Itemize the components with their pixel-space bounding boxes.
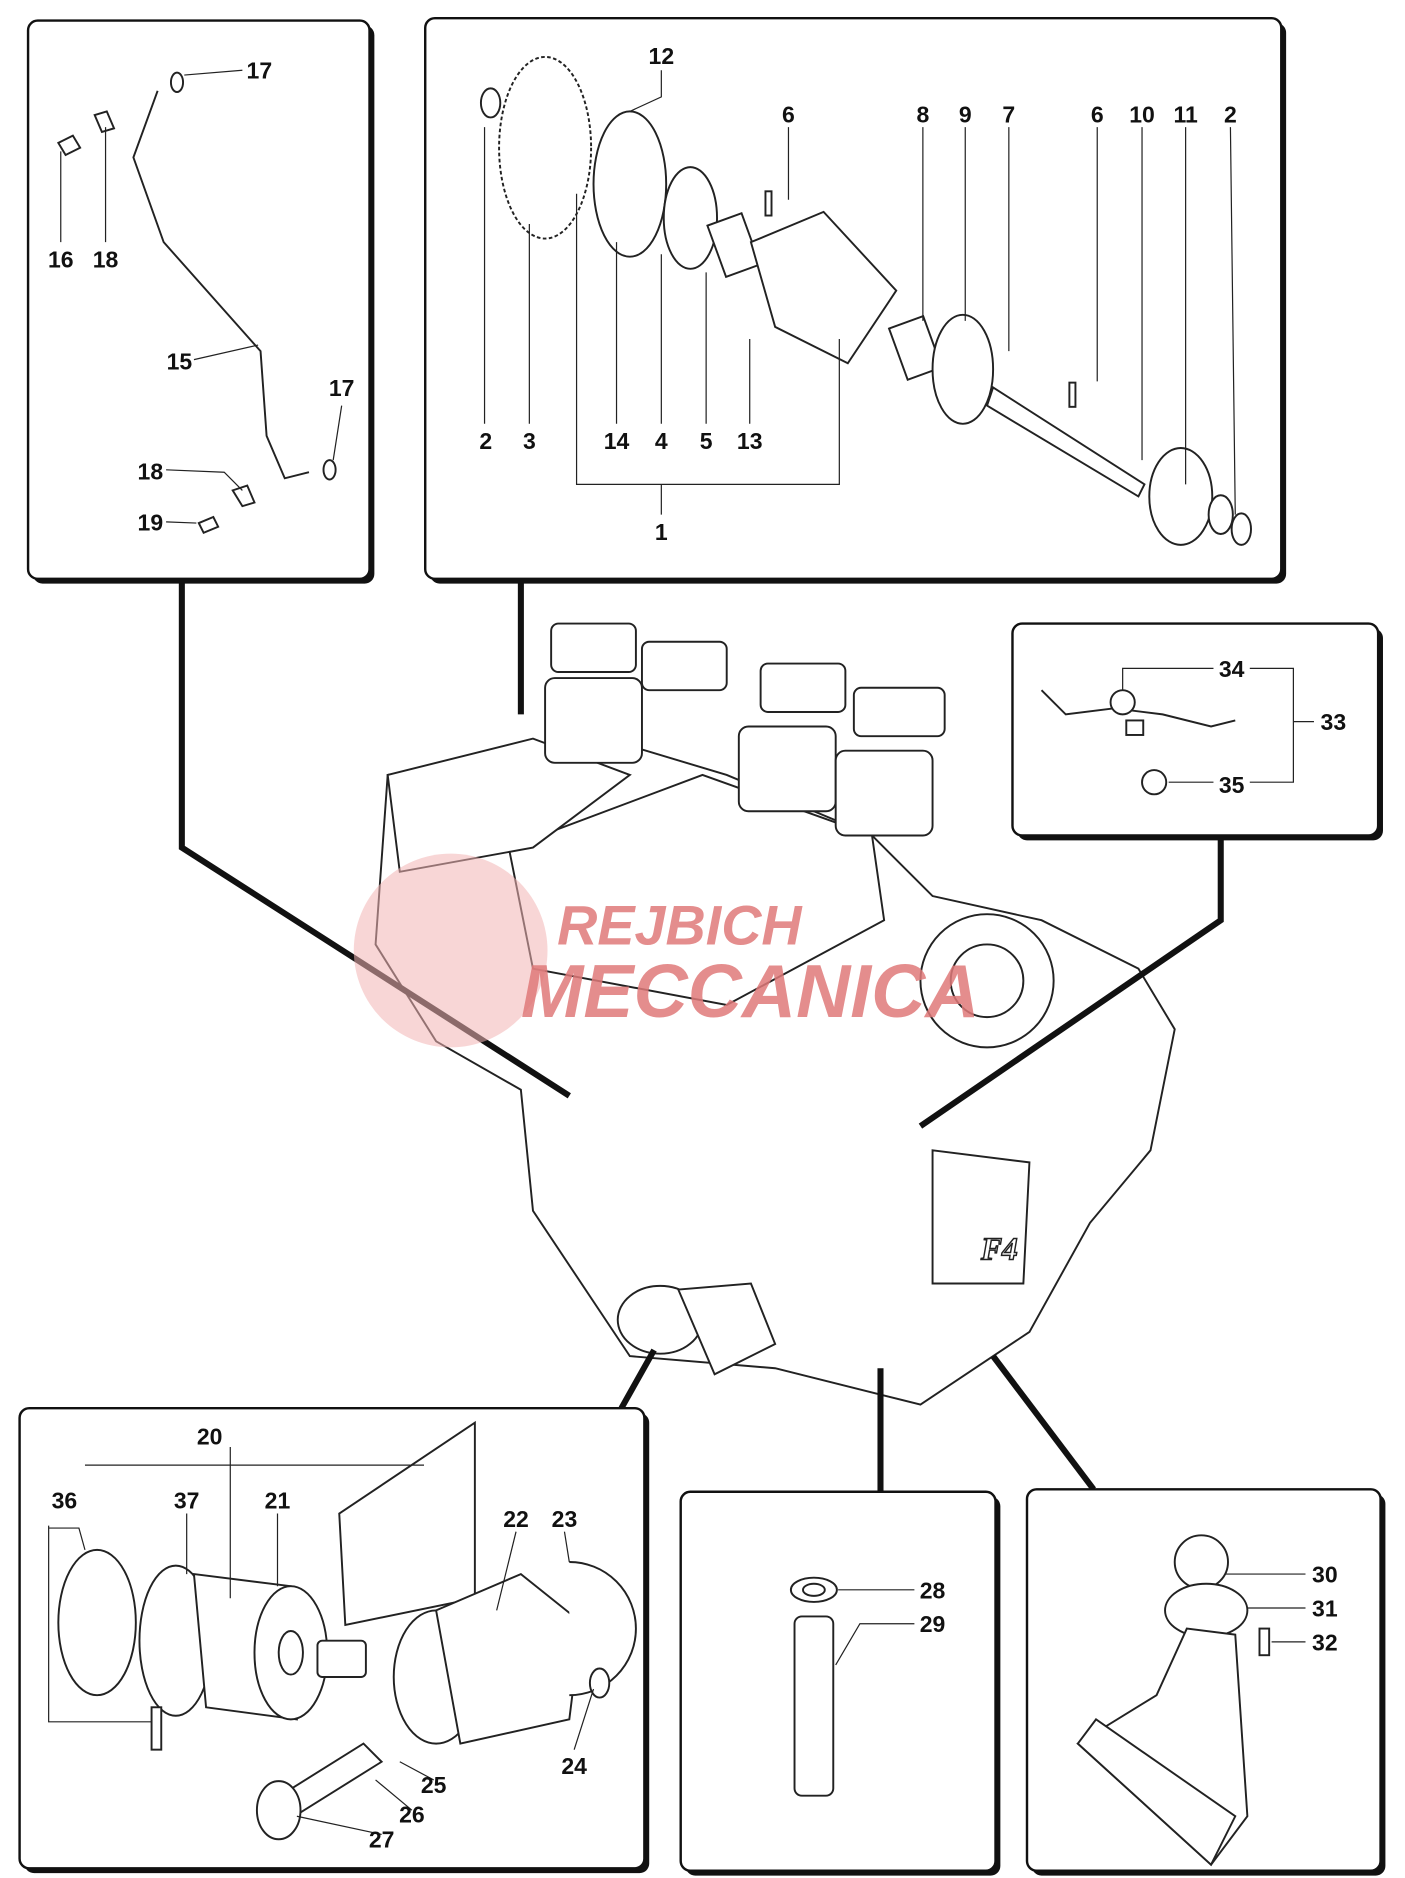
callout-19: 19 — [138, 509, 164, 535]
callout-9: 9 — [959, 101, 972, 127]
callout-34: 34 — [1219, 656, 1245, 682]
callout-18: 18 — [138, 458, 164, 484]
callout-17: 17 — [247, 58, 273, 84]
callout-16: 16 — [48, 247, 74, 273]
callout-17: 17 — [329, 375, 355, 401]
callout-2: 2 — [1224, 101, 1237, 127]
panel-pipe-union: 34 33 35 — [1011, 622, 1383, 841]
callout-7: 7 — [1002, 101, 1015, 127]
svg-text:MECCANICA: MECCANICA — [521, 949, 980, 1033]
callout-13: 13 — [737, 428, 763, 454]
callout-8: 8 — [916, 101, 929, 127]
engine-illustration: F4 — [374, 622, 1176, 1406]
callout-33: 33 — [1321, 709, 1347, 735]
callout-3: 3 — [523, 428, 536, 454]
callout-36: 36 — [52, 1488, 78, 1514]
panel-oil-pump: 12 6 8 9 7 6 10 11 2 2 3 14 4 5 13 1 — [424, 16, 1287, 584]
callout-2: 2 — [479, 428, 492, 454]
panel-oil-filter: 20 36 37 21 22 23 24 25 26 27 — [18, 1406, 650, 1874]
callout-20: 20 — [197, 1424, 223, 1450]
callout-30: 30 — [1312, 1562, 1338, 1588]
callout-27: 27 — [369, 1827, 395, 1853]
callout-14: 14 — [604, 428, 630, 454]
callout-18: 18 — [93, 247, 119, 273]
panel-oil-pipe: 17 16 18 15 17 18 19 — [26, 19, 375, 584]
watermark-logo: REJBICH MECCANICA — [353, 853, 980, 1048]
callout-23: 23 — [552, 1506, 578, 1532]
callout-26: 26 — [399, 1801, 425, 1827]
panel-oil-pickup: 30 31 32 — [1025, 1488, 1386, 1876]
callout-15: 15 — [167, 348, 193, 374]
svg-text:F4: F4 — [980, 1231, 1018, 1266]
callout-11: 11 — [1173, 101, 1198, 127]
callout-1: 1 — [655, 519, 668, 545]
callout-32: 32 — [1312, 1629, 1338, 1655]
panel-fitting: 28 29 — [679, 1490, 1001, 1876]
callout-6: 6 — [1091, 101, 1104, 127]
callout-35: 35 — [1219, 772, 1245, 798]
callout-24: 24 — [561, 1753, 587, 1779]
callout-4: 4 — [655, 428, 668, 454]
callout-5: 5 — [700, 428, 713, 454]
callout-37: 37 — [174, 1488, 200, 1514]
callout-28: 28 — [920, 1577, 946, 1603]
callout-22: 22 — [503, 1506, 529, 1532]
callout-25: 25 — [421, 1772, 447, 1798]
callout-31: 31 — [1312, 1595, 1338, 1621]
callout-6: 6 — [782, 101, 795, 127]
callout-29: 29 — [920, 1611, 946, 1637]
svg-text:REJBICH: REJBICH — [557, 894, 803, 956]
callout-10: 10 — [1129, 101, 1155, 127]
callout-21: 21 — [265, 1488, 291, 1514]
callout-12: 12 — [649, 43, 675, 69]
